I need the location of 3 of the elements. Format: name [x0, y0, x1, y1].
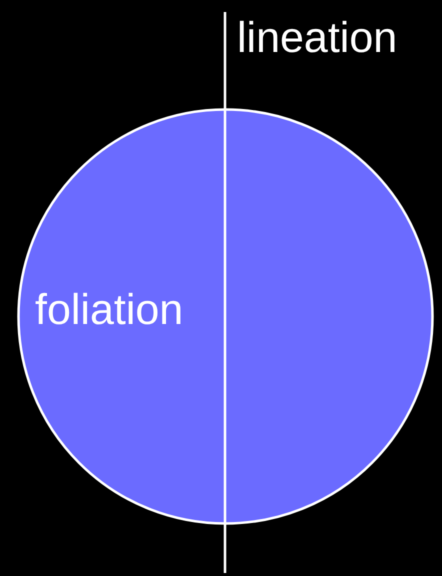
plane-label: foliation — [35, 289, 184, 332]
line-label: lineation — [237, 17, 398, 60]
foliation-circle — [17, 108, 434, 525]
